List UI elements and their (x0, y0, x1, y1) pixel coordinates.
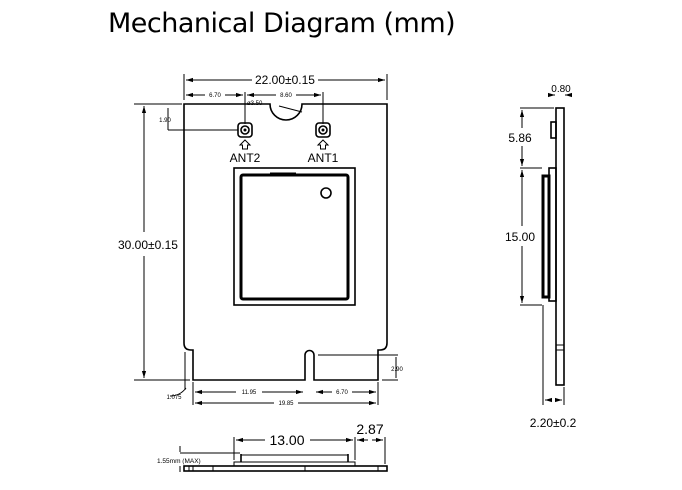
width-dimension: 22.00±0.15 (255, 73, 315, 87)
left-offset-dimension: 1.075 (166, 395, 182, 401)
board-thickness-dimension: 0.80 (551, 84, 571, 95)
board-outline (183, 103, 388, 381)
up-arrow-icon (238, 139, 252, 150)
edge-view: 13.00 2.87 1.55mm (MAX) (157, 421, 388, 472)
top-to-shield-dimension: 5.86 (508, 131, 532, 145)
hole-diameter-dimension: ø3.50 (247, 101, 263, 107)
up-arrow-icon (316, 139, 330, 150)
ant-spacing-dimension: 8.60 (280, 93, 292, 99)
bottom-width-dimension: 19.85 (278, 401, 294, 407)
side-view: 0.80 5.86 15.00 2.20±0.2 (505, 84, 577, 430)
ant2-connector: ANT2 (230, 122, 261, 165)
shield-edge-dimension: 2.87 (356, 421, 383, 437)
ant2-label: ANT2 (230, 151, 261, 165)
ant2-offset-dimension: 6.70 (209, 93, 221, 99)
max-height-dimension: 1.55mm (MAX) (157, 458, 201, 465)
left-segment-dimension: 11.95 (242, 390, 257, 396)
ant1-connector: ANT1 (308, 122, 339, 165)
ant-top-offset-dimension: 1.90 (159, 118, 171, 124)
diagram-title: Mechanical Diagram (mm) (108, 8, 456, 39)
right-segment-dimension: 6.70 (336, 390, 348, 396)
shield-length-dimension: 15.00 (505, 230, 535, 244)
shield-width-dimension: 13.00 (269, 432, 304, 448)
ant1-label: ANT1 (308, 151, 339, 165)
height-dimension: 30.00±0.15 (118, 238, 178, 252)
top-view: 22.00±0.15 6.70 8.60 ø3.50 1.90 ANT2 ANT… (118, 73, 403, 407)
total-thickness-dimension: 2.20±0.2 (530, 416, 577, 430)
notch-depth-dimension: 2.90 (391, 367, 403, 373)
shield-can (233, 167, 356, 306)
